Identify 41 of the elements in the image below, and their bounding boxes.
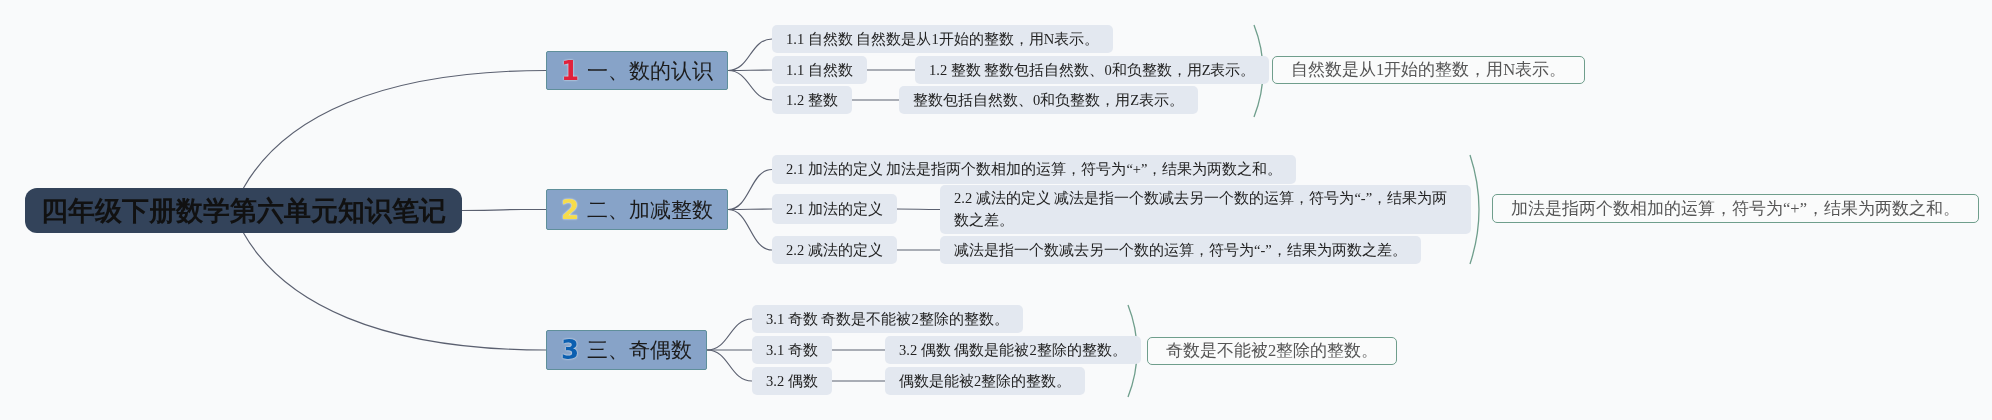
connector-line: [706, 349, 753, 351]
subtopic-box: 2.1 加法的定义 加法是指两个数相加的运算，符号为“+”，结果为两数之和。: [772, 155, 1297, 184]
subtopic-box: 1.1 自然数 自然数是从1开始的整数，用N表示。: [772, 25, 1114, 53]
subtopic-box: 1.2 整数: [772, 86, 852, 114]
topic-box: [546, 189, 729, 230]
connector-line: [896, 208, 941, 211]
subtopic-box: 3.1 奇数 奇数是不能被2整除的整数。: [752, 305, 1023, 333]
connector-line: [727, 208, 773, 251]
topic-label: 三、奇偶数: [587, 337, 693, 364]
subtopic-box: 3.2 偶数: [752, 367, 832, 395]
summary-box: 加法是指两个数相加的运算，符号为“+”，结果为两数之和。: [1492, 194, 1979, 223]
topic-label: 二、加减整数: [587, 196, 714, 224]
subtopic-box: 整数包括自然数、0和负整数，用Z表示。: [899, 86, 1199, 114]
central-topic-box: 四年级下册数学第六单元知识笔记: [25, 188, 462, 233]
subtopic-box: 2.2 减法的定义 减法是指一个数减去另一个数的运算，符号为“-”，结果为两数之差。: [940, 185, 1471, 234]
subtopic-box: 3.2 偶数 偶数是能被2整除的整数。: [885, 336, 1141, 364]
connector-line: [242, 69, 547, 189]
subtopic-box: 偶数是能被2整除的整数。: [885, 367, 1086, 395]
priority-number: 3: [561, 335, 580, 365]
summary-box: 奇数是不能被2整除的整数。: [1147, 337, 1398, 365]
connector-line: [851, 99, 900, 101]
subtopic-box: 3.1 奇数: [752, 336, 832, 364]
priority-number: 1: [561, 55, 580, 86]
topic-box: [546, 51, 729, 90]
connector-line: [866, 69, 916, 71]
connector-line: [706, 349, 753, 382]
priority-number: 2: [561, 194, 580, 225]
connector-line: [896, 249, 941, 251]
topic-label: 一、数的认识: [587, 57, 714, 85]
subtopic-box: 减法是指一个数减去另一个数的运算，符号为“-”，结果为两数之差。: [940, 236, 1421, 264]
connector-line: [831, 380, 886, 382]
connector-line: [461, 208, 547, 212]
subtopic-box: 2.2 减法的定义: [772, 236, 897, 264]
topic-box: [546, 330, 708, 370]
subtopic-box: 1.2 整数 整数包括自然数、0和负整数，用Z表示。: [915, 56, 1270, 84]
connector-line: [727, 69, 773, 101]
subtopic-box: 2.1 加法的定义: [772, 194, 897, 224]
connector-line: [242, 232, 547, 351]
subtopic-box: 1.1 自然数: [772, 56, 867, 84]
connector-line: [831, 349, 886, 351]
summary-box: 自然数是从1开始的整数，用N表示。: [1272, 56, 1586, 84]
